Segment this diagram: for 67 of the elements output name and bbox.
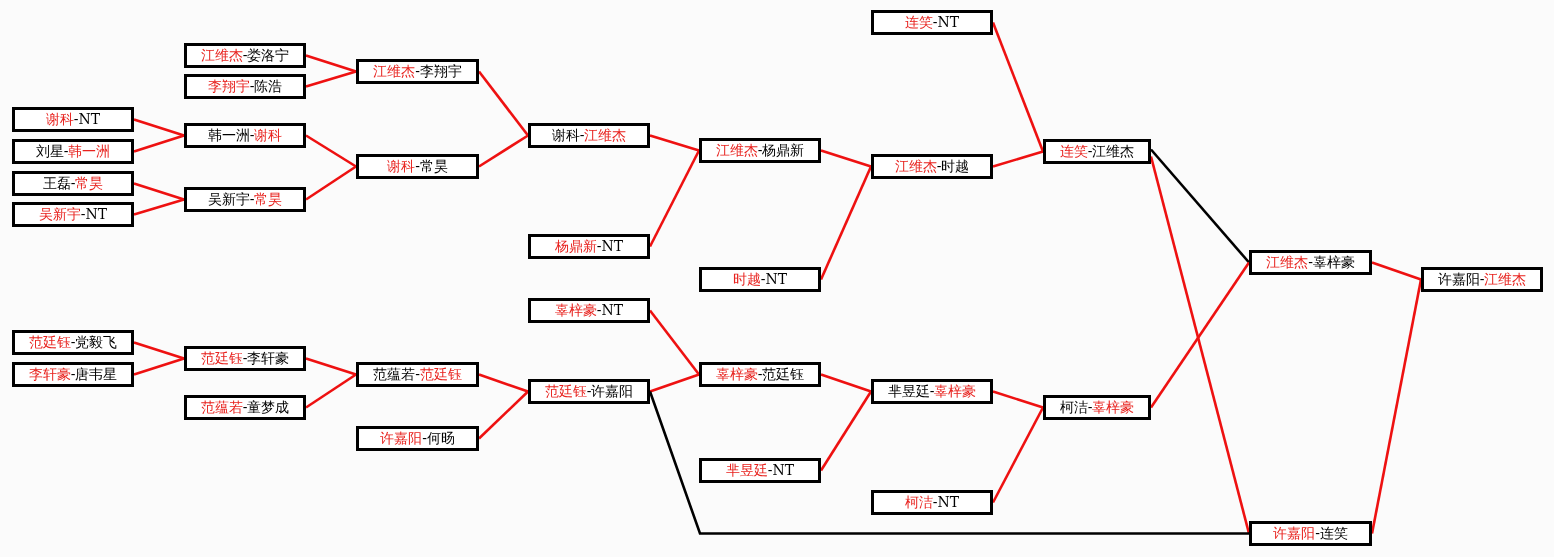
connector-line (305, 357, 357, 376)
match-box: 范廷钰-党毅飞 (12, 330, 134, 355)
match-box: 刘星-韩一洲 (12, 139, 134, 164)
connector-line (649, 134, 700, 152)
connector-line (133, 118, 185, 137)
match-box: 江维杰-时越 (871, 154, 993, 179)
match-box: 芈昱廷-NT (699, 458, 821, 483)
connector-line (1149, 156, 1251, 534)
match-box: 王磊-常昊 (12, 171, 134, 196)
match-box: 谢科-常昊 (356, 154, 479, 179)
match-box: 江维杰-李翔宇 (356, 59, 479, 84)
match-box: 谢科-江维杰 (528, 123, 650, 148)
connector-line (819, 390, 873, 472)
connector-line (820, 373, 872, 393)
match-box: 江维杰-娄洛宁 (184, 43, 306, 68)
connector-line (478, 134, 529, 168)
connector-line (992, 150, 1044, 168)
connector-line (992, 390, 1044, 409)
connector-line (648, 149, 701, 248)
connector-line (1370, 279, 1423, 534)
match-box: 许嘉阳-连笑 (1249, 521, 1372, 546)
match-box: 柯洁-NT (871, 490, 993, 515)
match-box: 柯洁-辜梓豪 (1043, 395, 1151, 420)
connector-line (1371, 261, 1422, 281)
match-box: 范蕴若-童梦成 (184, 395, 306, 420)
connector-line (133, 134, 185, 153)
match-box: 芈昱廷-辜梓豪 (871, 379, 993, 404)
connector-line (133, 182, 185, 201)
connector-line (305, 54, 357, 73)
match-box: 范廷钰-李轩豪 (184, 346, 306, 371)
match-box: 时越-NT (699, 267, 821, 292)
match-box: 李翔宇-陈浩 (184, 74, 306, 99)
match-box: 韩一洲-谢科 (184, 123, 306, 148)
connector-line (133, 198, 185, 216)
connector-line (477, 70, 530, 137)
match-box: 江维杰-辜梓豪 (1249, 250, 1372, 275)
connector-line (649, 373, 700, 393)
connector-line (133, 357, 185, 376)
match-box: 许嘉阳-何旸 (356, 426, 479, 451)
match-box: 连笑-江维杰 (1043, 139, 1151, 164)
connector-line (1150, 148, 1250, 264)
match-box: 谢科-NT (12, 107, 134, 132)
match-box: 范蕴若-范廷钰 (356, 362, 479, 387)
connector-line (478, 390, 529, 440)
connector-line (305, 165, 357, 201)
connector-line (478, 373, 529, 393)
match-box: 许嘉阳-江维杰 (1421, 267, 1543, 292)
match-box: 范廷钰-许嘉阳 (528, 379, 650, 404)
match-box: 李轩豪-唐韦星 (12, 362, 134, 387)
match-box: 吴新宇-NT (12, 202, 134, 227)
connector-line (991, 406, 1045, 504)
connector-line (305, 70, 357, 88)
connector-line (991, 22, 1045, 152)
match-box: 吴新宇-常昊 (184, 187, 306, 212)
match-box: 江维杰-杨鼎新 (699, 138, 821, 163)
connector-line (820, 149, 872, 168)
match-box: 杨鼎新-NT (528, 234, 650, 259)
connector-line (305, 373, 357, 409)
connector-line (133, 341, 185, 360)
connector-line (819, 165, 873, 281)
match-box: 辜梓豪-NT (528, 298, 650, 323)
connector-line (1149, 261, 1251, 409)
match-box: 连笑-NT (871, 10, 993, 35)
connector-line (648, 309, 701, 376)
connector-line (648, 391, 1249, 535)
connector-line (305, 134, 357, 168)
match-box: 辜梓豪-范廷钰 (699, 362, 821, 387)
